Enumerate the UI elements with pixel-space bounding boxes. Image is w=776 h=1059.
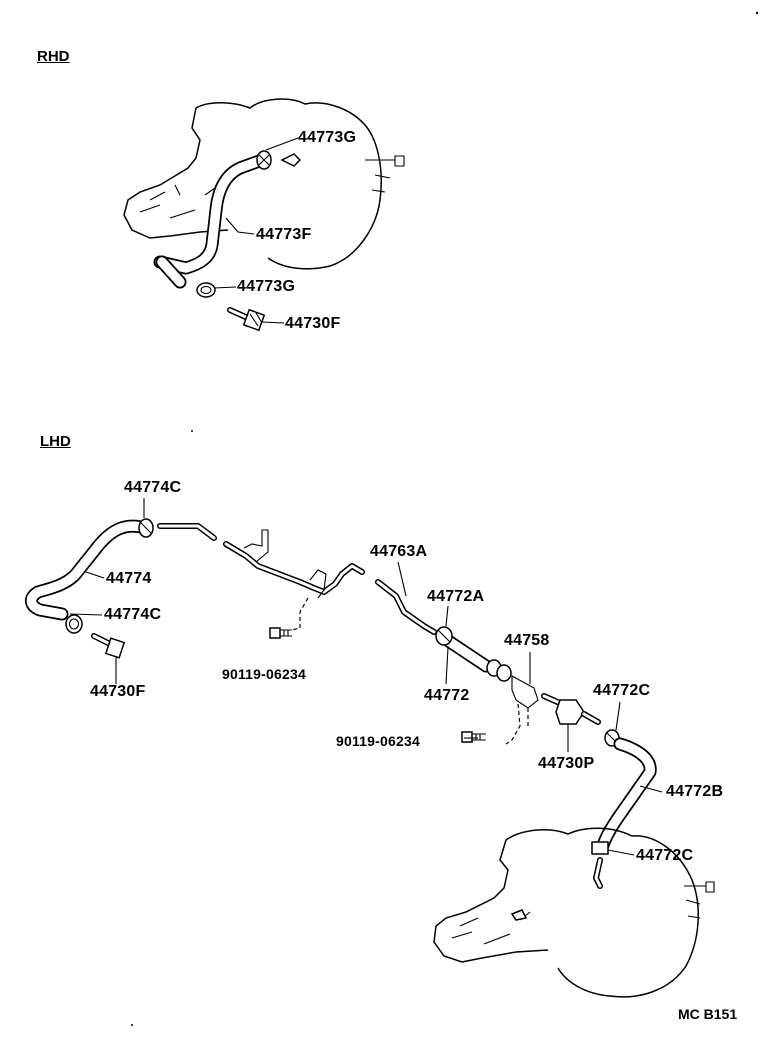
rhd-leader-lines bbox=[213, 137, 299, 324]
lhd-metal-tube bbox=[157, 523, 437, 635]
part-label-44730P: 44730P bbox=[538, 755, 595, 772]
part-label-44758: 44758 bbox=[504, 632, 550, 649]
part-label-90119-06234-b: 90119-06234 bbox=[336, 733, 420, 749]
lhd-right-hose bbox=[591, 729, 657, 889]
section-title-lhd: LHD bbox=[40, 433, 71, 450]
part-label-44772A: 44772A bbox=[427, 588, 485, 605]
part-label-44774C-bottom: 44774C bbox=[104, 606, 162, 623]
stray-marks bbox=[131, 11, 759, 1026]
lhd-check-valve-group bbox=[435, 626, 539, 745]
part-label-44772C-bottom: 44772C bbox=[636, 847, 694, 864]
part-label-44774: 44774 bbox=[106, 570, 152, 587]
part-label-44730F-rhd: 44730F bbox=[285, 315, 341, 332]
lhd-bolt-a bbox=[269, 627, 292, 639]
figure-code: MC B151 bbox=[678, 1006, 738, 1022]
rhd-vacuum-hose bbox=[153, 150, 302, 332]
lhd-leader-lines bbox=[69, 498, 663, 856]
part-label-44772C-top: 44772C bbox=[593, 682, 651, 699]
part-label-44773G-top: 44773G bbox=[298, 129, 357, 146]
lhd-bolt-b bbox=[461, 731, 486, 743]
part-label-44772: 44772 bbox=[424, 687, 470, 704]
part-label-44774C-top: 44774C bbox=[124, 479, 182, 496]
part-label-44773F: 44773F bbox=[256, 226, 312, 243]
part-label-44730F-lhd: 44730F bbox=[90, 683, 146, 700]
part-label-44772B: 44772B bbox=[666, 783, 724, 800]
part-label-44773G-bottom: 44773G bbox=[237, 278, 296, 295]
part-label-90119-06234-a: 90119-06234 bbox=[222, 666, 306, 682]
lhd-left-hose bbox=[25, 518, 154, 659]
part-label-44763A: 44763A bbox=[370, 543, 428, 560]
section-title-rhd: RHD bbox=[37, 48, 70, 65]
lhd-brake-booster bbox=[433, 827, 715, 998]
lhd-valve-44730P bbox=[541, 693, 601, 725]
rhd-brake-booster bbox=[123, 98, 405, 270]
